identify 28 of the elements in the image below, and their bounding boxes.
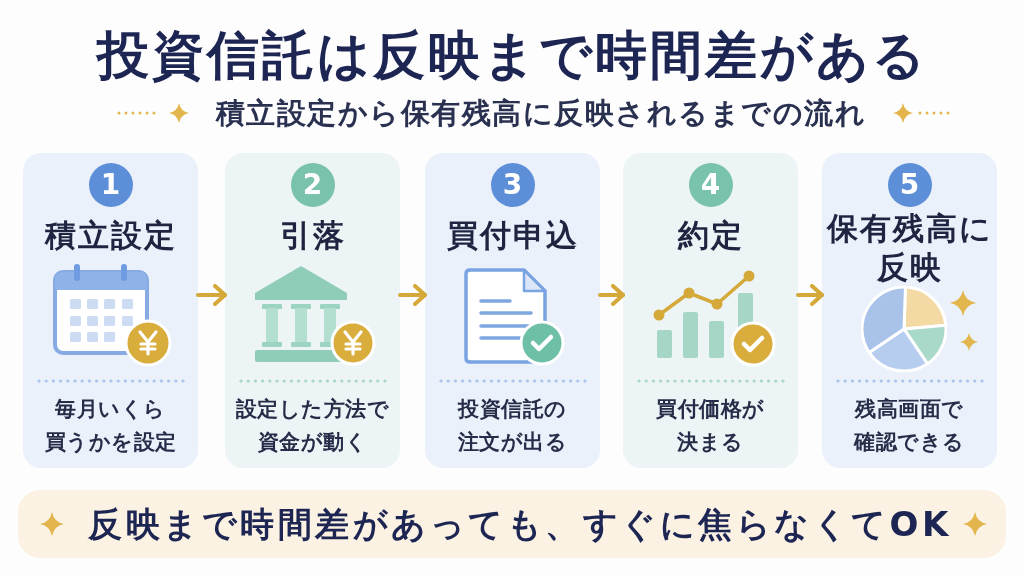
step-title: 引落	[278, 216, 347, 255]
number-badge: 3	[490, 163, 535, 207]
step-description: 投資信託の注文が出る	[456, 396, 569, 456]
subtitle: 積立設定から保有残高に反映されるまでの流れ	[215, 95, 866, 131]
step-title: 積立設定	[43, 216, 178, 255]
number-badge: 4	[688, 163, 733, 207]
step-title: 保有残高に反映	[825, 209, 994, 287]
step-card	[822, 153, 997, 468]
step-title: 約定	[676, 216, 745, 255]
arrow	[598, 284, 625, 306]
step-card	[225, 153, 400, 468]
number-badge: 5	[887, 163, 932, 207]
step-description: 設定した方法で資金が動く	[234, 396, 391, 456]
banner	[18, 490, 1006, 558]
step-card	[425, 153, 600, 468]
step-title: 買付申込	[445, 216, 580, 255]
number-badge: 1	[88, 163, 133, 207]
banner-text: 反映まで時間差があっても、すぐに焦らなくてOK	[88, 503, 952, 546]
step-description: 残高画面で確認できる	[852, 396, 966, 456]
step-card	[23, 153, 198, 468]
number-badge: 2	[290, 163, 335, 207]
arrow	[196, 284, 227, 306]
step-description: 買付価格が決まる	[655, 396, 766, 456]
step-description: 毎月いくら買うかを設定	[43, 396, 178, 456]
arrow	[796, 284, 824, 306]
step-card	[623, 153, 798, 468]
arrow	[398, 284, 427, 306]
title: 投資信託は反映まで時間差がある	[96, 25, 928, 85]
